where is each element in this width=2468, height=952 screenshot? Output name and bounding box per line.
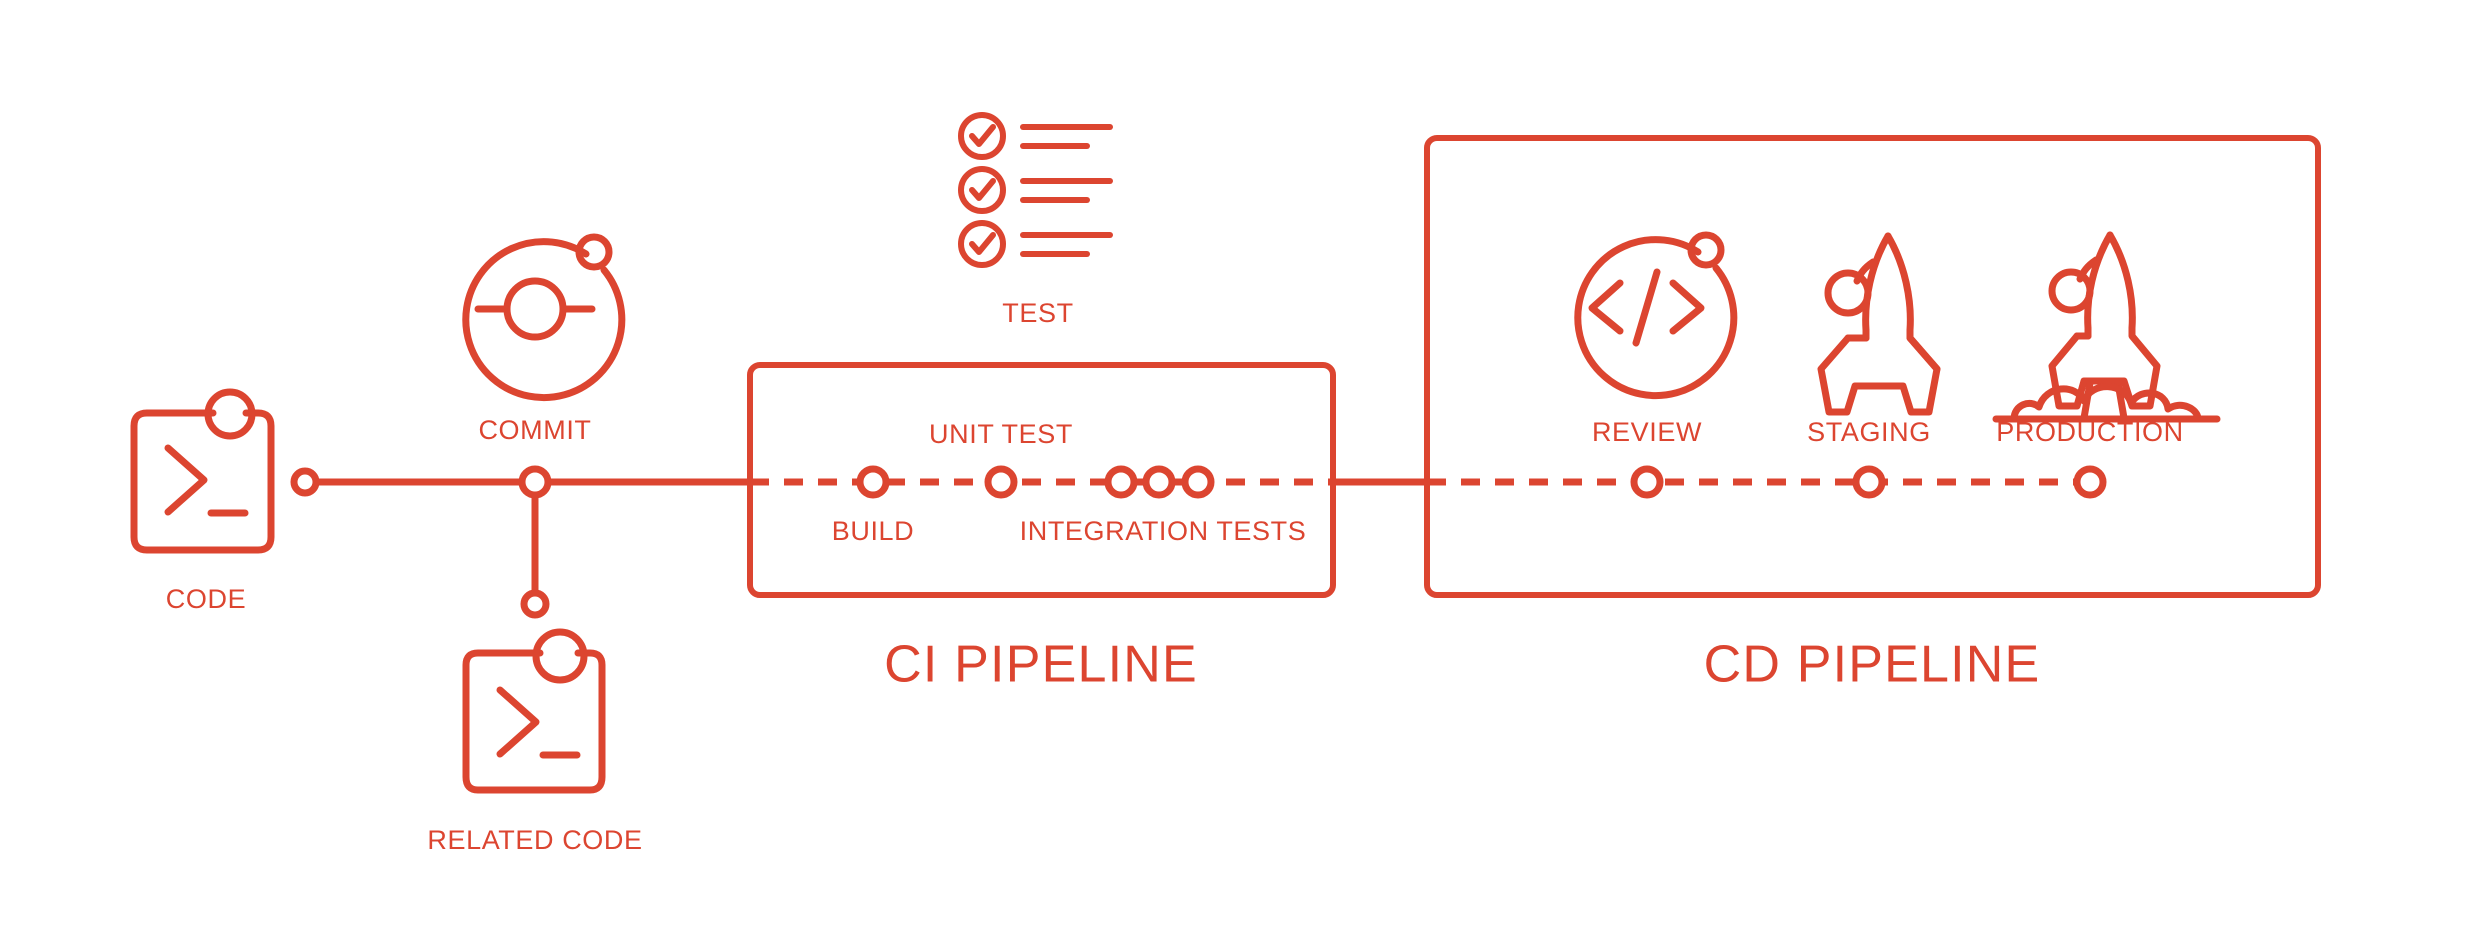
test-label: TEST <box>1002 298 1073 328</box>
code-review-circle-icon <box>1574 236 1738 400</box>
cd-node-production[interactable] <box>2073 465 2107 499</box>
rail-node-start[interactable] <box>290 467 320 497</box>
related-code-badge-circle-icon <box>532 628 588 684</box>
rocket-porthole-circle-icon <box>1824 269 1872 317</box>
terminal-code-icon <box>130 409 275 554</box>
smoke-cloud-icon <box>2010 383 2202 423</box>
ci-node-build[interactable] <box>856 465 890 499</box>
code-badge-circle-icon <box>204 388 256 440</box>
angle-bracket-right-icon <box>1669 279 1705 335</box>
ci-stage-label-integration-tests: INTEGRATION TESTS <box>1020 516 1307 546</box>
commit-satellite-circle-icon <box>575 233 613 271</box>
ci-pipeline-title: CI PIPELINE <box>884 636 1198 694</box>
terminal-prompt-chevron-icon <box>496 686 540 758</box>
commit-node-group[interactable]: COMMIT <box>462 233 626 445</box>
terminal-code-icon <box>462 649 606 794</box>
rocket-launch-icon <box>2048 231 2161 410</box>
ci-node-unit-test[interactable] <box>984 465 1018 499</box>
ci-stage-label-unit-test: UNIT TEST <box>929 419 1073 449</box>
rail-node-commit[interactable] <box>518 465 552 499</box>
cd-pipeline-box <box>1424 135 2321 598</box>
checkmark-icon <box>969 124 996 147</box>
test-node-group[interactable]: TEST <box>958 112 1113 328</box>
forward-slash-icon <box>1632 268 1661 347</box>
rail-node-related-code[interactable] <box>520 589 550 619</box>
cd-node-staging[interactable] <box>1852 465 1886 499</box>
code-label: CODE <box>166 584 246 614</box>
related-code-node-group[interactable]: RELATED CODE <box>427 628 642 855</box>
code-node-group[interactable]: CODE <box>130 388 275 614</box>
commit-orbit-icon <box>462 238 626 402</box>
ci-node-integration-test-3[interactable] <box>1181 465 1215 499</box>
angle-bracket-left-icon <box>1588 279 1624 335</box>
ci-stage-label-build: BUILD <box>832 516 915 546</box>
cd-stage-production-group[interactable] <box>1992 231 2221 423</box>
check-circle-icon <box>958 112 1006 160</box>
rocket-launch-porthole-circle-icon <box>2048 268 2094 314</box>
ci-node-integration-test-2[interactable] <box>1142 465 1176 499</box>
cd-stage-label-staging: STAGING <box>1807 417 1931 447</box>
ci-node-integration-test-1[interactable] <box>1104 465 1138 499</box>
ci-pipeline-box <box>747 362 1336 598</box>
commit-label: COMMIT <box>478 415 591 445</box>
related-code-label: RELATED CODE <box>427 825 642 855</box>
cd-stage-label-production: PRODUCTION <box>1996 417 2184 447</box>
terminal-prompt-chevron-icon <box>164 444 208 516</box>
commit-center-circle-icon <box>503 277 567 341</box>
checkmark-icon <box>969 232 996 255</box>
cd-node-review[interactable] <box>1630 465 1664 499</box>
rocket-body-connector-right-icon <box>1906 334 1941 373</box>
check-circle-icon <box>958 220 1006 268</box>
cd-stage-staging-group[interactable]: STAGING <box>1807 232 1941 447</box>
check-circle-icon <box>958 166 1006 214</box>
cd-pipeline-title: CD PIPELINE <box>1704 636 2041 694</box>
rocket-icon <box>1817 232 1941 416</box>
review-satellite-circle-icon <box>1687 231 1725 269</box>
cd-stage-label-review: REVIEW <box>1592 417 1702 447</box>
cd-stage-review-group[interactable]: REVIEW <box>1574 231 1738 447</box>
checkmark-icon <box>969 178 996 201</box>
